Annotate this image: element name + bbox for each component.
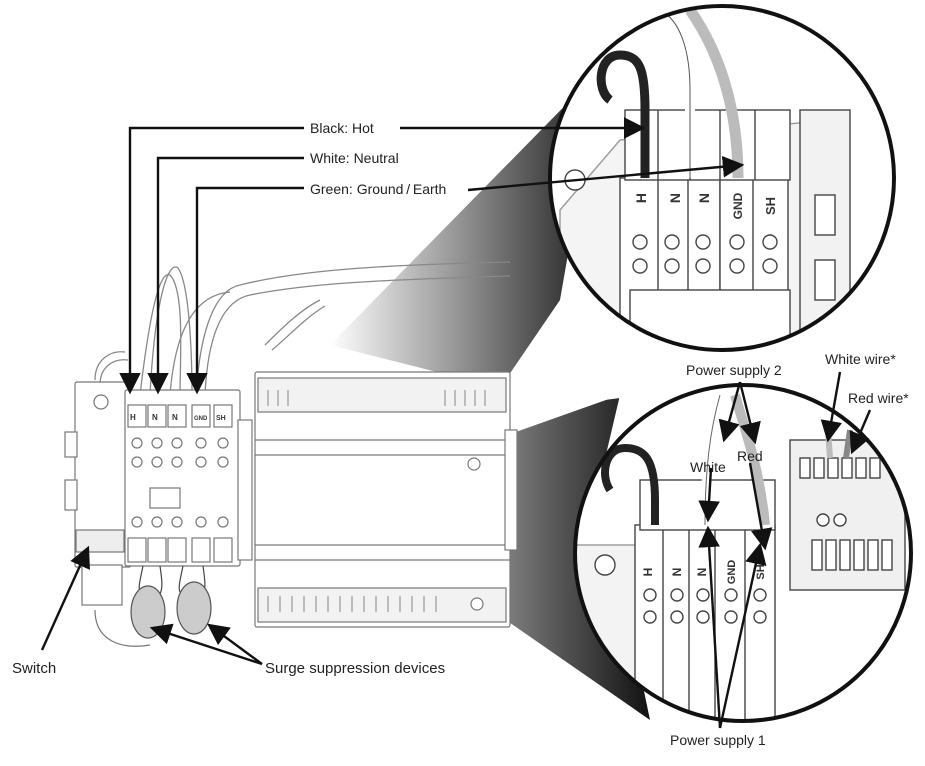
main-terminal-labels: H N N GND SH bbox=[130, 413, 226, 422]
zoom-top-terminal-labels: H N N GND SH bbox=[633, 192, 778, 219]
zoom-top-label-h: H bbox=[633, 193, 649, 203]
main-label-h: H bbox=[130, 413, 136, 422]
zoom-cone-top bbox=[330, 70, 600, 388]
leader-lines bbox=[40, 117, 872, 729]
main-label-gnd: GND bbox=[194, 416, 208, 422]
label-red-wire: Red wire* bbox=[848, 390, 909, 406]
label-white-wire: White wire* bbox=[825, 351, 896, 367]
zoom-top-label-n1: N bbox=[667, 193, 683, 203]
zoom-bottom-label-n1: N bbox=[670, 568, 684, 577]
surge-device-right bbox=[176, 565, 212, 635]
label-red: Red bbox=[737, 448, 763, 464]
label-white: White bbox=[690, 459, 726, 475]
zoom-bottom-label-n2: N bbox=[695, 568, 709, 577]
label-white-neutral: White: Neutral bbox=[310, 150, 399, 166]
zoom-top: H N N GND SH bbox=[548, 4, 896, 352]
label-power-supply-2: Power supply 2 bbox=[686, 362, 782, 378]
zoom-bottom-label-sh: SH bbox=[755, 564, 767, 579]
zoom-bottom: H N N GND SH bbox=[573, 383, 913, 723]
surge-device-left bbox=[130, 565, 166, 639]
label-surge-suppression: Surge suppression devices bbox=[265, 660, 445, 677]
zoom-top-label-n2: N bbox=[696, 193, 712, 203]
label-switch: Switch bbox=[12, 660, 56, 677]
callout-labels: Black: Hot White: Neutral Green: Ground … bbox=[12, 120, 909, 748]
zoom-bottom-label-gnd: GND bbox=[726, 560, 738, 585]
main-device bbox=[64, 261, 518, 647]
label-black-hot: Black: Hot bbox=[310, 120, 374, 136]
label-green-ground: Green: Ground / Earth bbox=[310, 181, 446, 197]
zoom-top-label-sh: SH bbox=[763, 197, 778, 215]
main-label-n2: N bbox=[172, 413, 178, 422]
main-label-n1: N bbox=[152, 413, 158, 422]
label-power-supply-1: Power supply 1 bbox=[670, 732, 766, 748]
zoom-bottom-terminal-labels: H N N GND SH bbox=[641, 560, 767, 585]
zoom-top-label-gnd: GND bbox=[731, 192, 745, 219]
main-label-sh: SH bbox=[216, 415, 226, 422]
zoom-bottom-label-h: H bbox=[641, 568, 655, 577]
